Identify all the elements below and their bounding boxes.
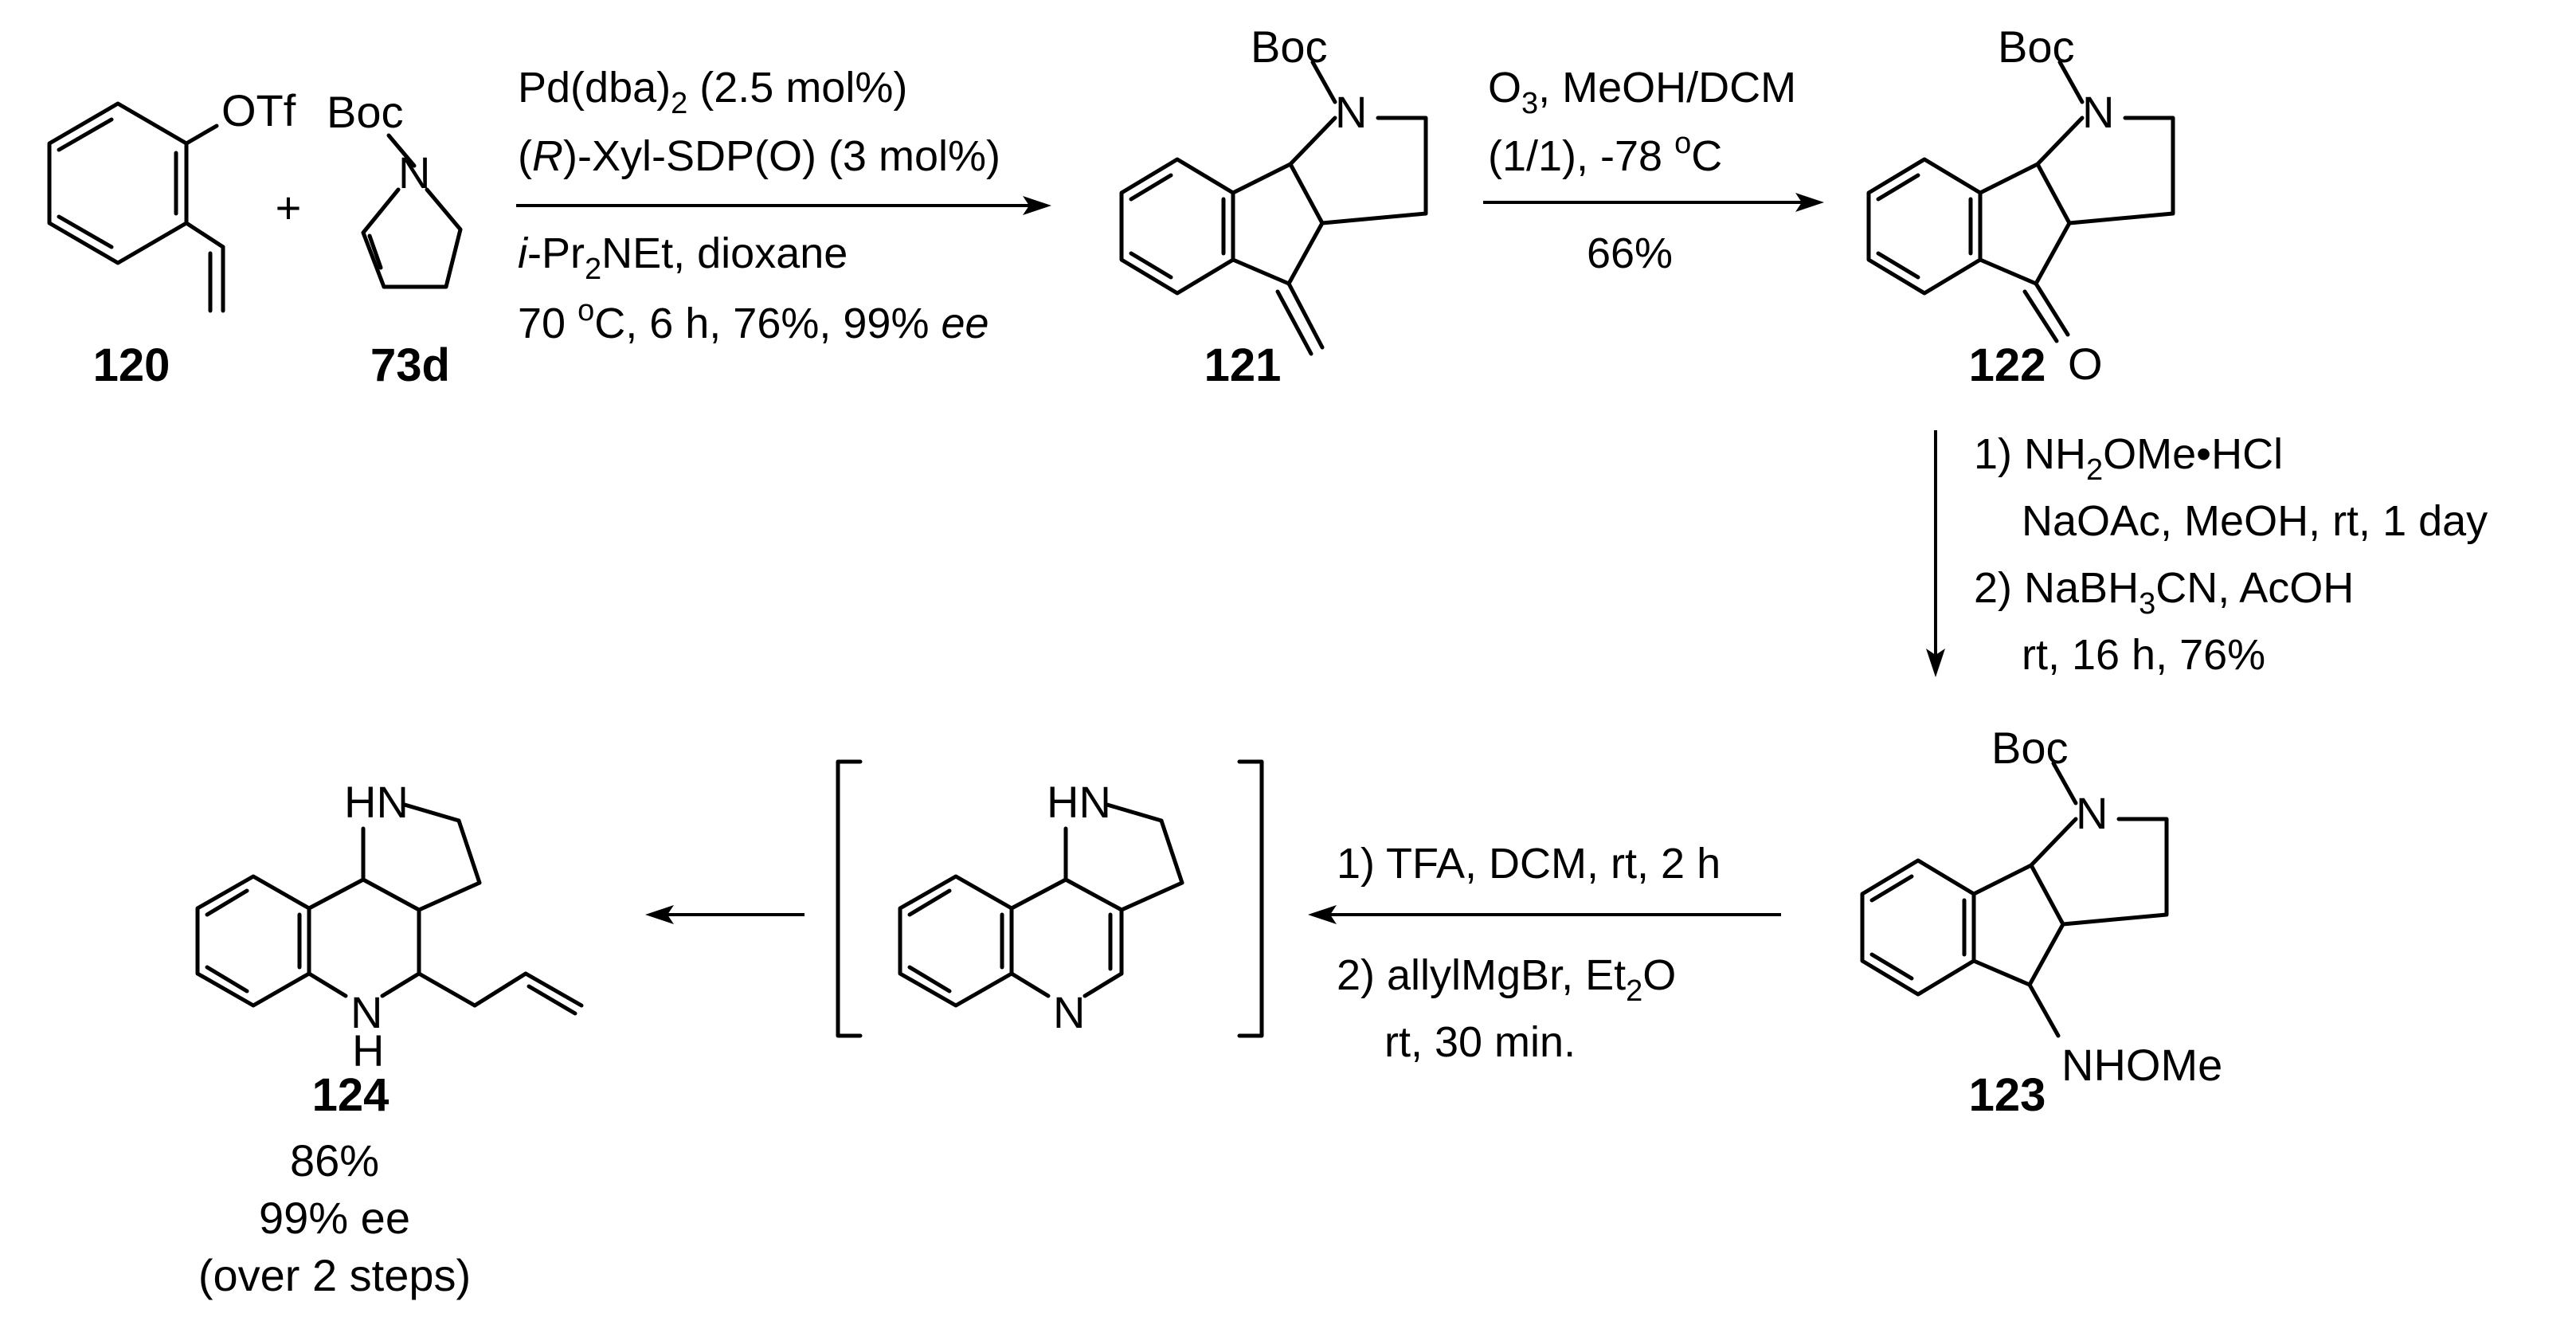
step1-base: i-Pr2NEt, dioxane [518, 229, 848, 286]
step1-catalyst: Pd(dba)2 (2.5 mol%) [518, 64, 907, 120]
compound-73d-structure [361, 133, 463, 289]
n-label-121: N [1335, 87, 1367, 137]
result-steps: (over 2 steps) [198, 1250, 471, 1300]
step1-ligand: (R)-Xyl-SDP(O) (3 mol%) [518, 132, 1000, 180]
step2-reagent: O3, MeOH/DCM [1488, 64, 1796, 120]
result-ee: 99% ee [259, 1193, 410, 1243]
step3-line3: 2) NaBH3CN, AcOH [1974, 564, 2354, 621]
step2-yield: 66% [1587, 229, 1673, 277]
boc-label-123: Boc [1991, 723, 2069, 773]
compound-121-structure [1119, 60, 1428, 356]
o-label-122: O [2068, 339, 2103, 389]
step4-line2: 2) allylMgBr, Et2O [1337, 951, 1676, 1008]
compound-122-structure [1866, 60, 2175, 343]
compound-120-label: 120 [93, 339, 170, 391]
compound-124-label: 124 [312, 1069, 390, 1121]
step2-arrow [1483, 193, 1824, 212]
result-yield: 86% [290, 1135, 379, 1186]
compound-123-structure [1860, 761, 2169, 1038]
n-label-124: N [350, 987, 382, 1037]
plus-sign: + [276, 182, 302, 233]
compound-121-label: 121 [1204, 339, 1282, 391]
step4-line3: rt, 30 min. [1384, 1018, 1576, 1066]
step4-arrow [1308, 905, 1781, 924]
compound-122-label: 122 [1969, 339, 2046, 391]
compound-123-label: 123 [1969, 1069, 2046, 1121]
n-label-123: N [2076, 788, 2108, 838]
compound-124-results: 86% 99% ee (over 2 steps) [198, 1135, 471, 1300]
compound-120-structure [47, 101, 225, 313]
boc-label-73d: Boc [327, 87, 404, 137]
n-label-73d: N [398, 147, 430, 198]
step1-conditions: Pd(dba)2 (2.5 mol%) (R)-Xyl-SDP(O) (3 mo… [518, 64, 1000, 347]
step2-conditions-line: (1/1), -78 oC [1488, 127, 1722, 180]
compound-124-structure [195, 802, 584, 1016]
n-label-122: N [2082, 87, 2114, 137]
step1-arrow [516, 196, 1051, 215]
boc-label-122: Boc [1998, 22, 2075, 72]
n-label-intermediate: N [1053, 987, 1085, 1037]
step3-line1: 1) NH2OMe•HCl [1974, 430, 2283, 487]
otf-label: OTf [221, 85, 296, 135]
step3-line4: rt, 16 h, 76% [2022, 631, 2265, 679]
h-label-124: H [352, 1025, 384, 1076]
hn-label-intermediate: HN [1047, 777, 1111, 827]
intermediate-structure [898, 802, 1184, 1008]
step4-conditions: 1) TFA, DCM, rt, 2 h 2) allylMgBr, Et2O … [1337, 840, 1721, 1066]
boc-label-121: Boc [1251, 22, 1328, 72]
intermediate-brackets [836, 759, 1264, 1038]
hn-label-124: HN [344, 777, 409, 827]
compound-73d-label: 73d [370, 339, 450, 391]
step3-conditions: 1) NH2OMe•HCl NaOAc, MeOH, rt, 1 day 2) … [1974, 430, 2488, 679]
final-arrow [645, 905, 805, 924]
step4-line1: 1) TFA, DCM, rt, 2 h [1337, 840, 1721, 888]
step2-conditions: O3, MeOH/DCM (1/1), -78 oC 66% [1488, 64, 1796, 277]
step1-temperature: 70 oC, 6 h, 76%, 99% ee [518, 294, 989, 347]
step3-arrow [1926, 430, 1945, 677]
step3-line2: NaOAc, MeOH, rt, 1 day [2022, 497, 2488, 545]
nhome-label-123: NHOMe [2061, 1040, 2222, 1090]
